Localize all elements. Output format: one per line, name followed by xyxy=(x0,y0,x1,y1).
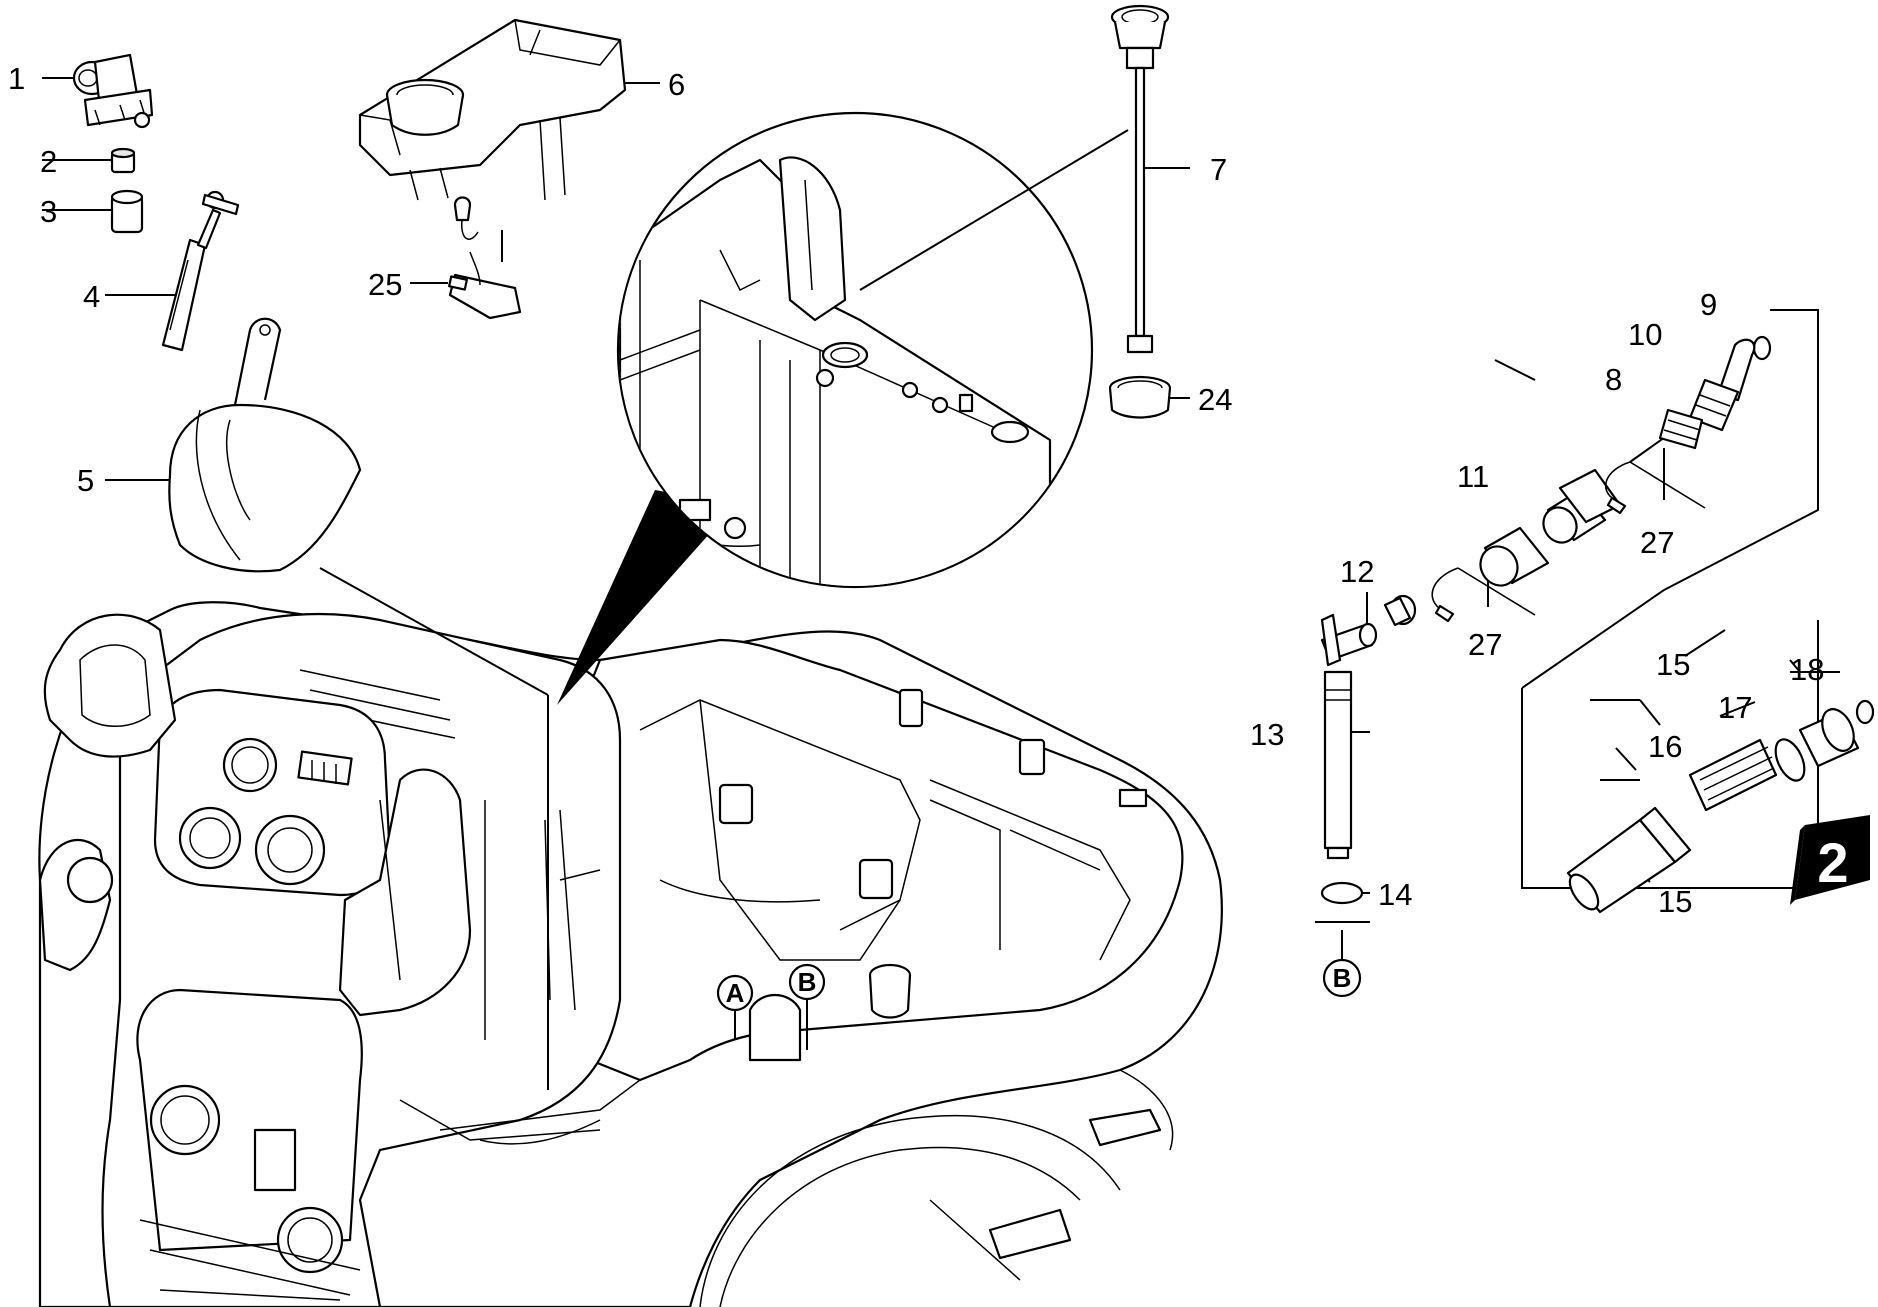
part-1-valve-bracket xyxy=(72,53,154,129)
part-5-hood-cover xyxy=(168,317,362,573)
callout-15-lower: 15 xyxy=(1658,884,1692,919)
part-16-filter-insert xyxy=(1688,738,1778,812)
callout-6: 6 xyxy=(668,67,685,102)
part-9-o-ring xyxy=(1752,335,1772,361)
callout-12: 12 xyxy=(1340,554,1374,589)
callout-24: 24 xyxy=(1198,382,1232,417)
part-13-feed-pipe xyxy=(1320,613,1378,860)
part-27-hose-clip-upper xyxy=(1604,461,1706,515)
callout-14: 14 xyxy=(1378,877,1412,912)
part-11-hose-segments xyxy=(1479,468,1622,587)
callout-27-upper: 27 xyxy=(1640,525,1674,560)
callout-16: 16 xyxy=(1648,729,1682,764)
callout-25: 25 xyxy=(368,267,402,302)
zoom-pointer xyxy=(557,490,735,705)
part-3-sleeve xyxy=(110,189,144,234)
part-24-suction-filter xyxy=(1108,375,1172,419)
part-15-filter-housing xyxy=(1566,806,1692,914)
callout-18: 18 xyxy=(1790,652,1824,687)
part-8-nut xyxy=(1658,408,1704,450)
callout-11: 11 xyxy=(1457,459,1489,494)
callout-17: 17 xyxy=(1718,690,1752,725)
callout-7: 7 xyxy=(1210,152,1227,187)
callout-13: 13 xyxy=(1250,717,1284,752)
connector-b-reference: B xyxy=(1322,958,1362,998)
page-badge: 2 xyxy=(1790,815,1870,905)
connector-a: A xyxy=(716,974,754,1040)
callout-8: 8 xyxy=(1605,362,1622,397)
callout-4: 4 xyxy=(83,279,100,314)
callout-labels: 1 2 3 4 5 6 7 24 25 9 10 8 11 27 27 12 1… xyxy=(8,61,1824,919)
connector-b-reference-label: B xyxy=(1333,963,1352,993)
magnified-detail-view xyxy=(557,111,1094,705)
part-10-elbow-hose xyxy=(1688,338,1756,432)
part-18-union-nut xyxy=(1798,699,1875,768)
machine-body xyxy=(38,601,1223,1307)
callout-10: 10 xyxy=(1628,317,1662,352)
part-6-detergent-tank xyxy=(358,18,627,240)
connector-b: B xyxy=(788,963,826,1050)
part-4-gas-strut xyxy=(161,190,240,352)
part-2-small-bushing xyxy=(110,147,136,174)
part-25-filter-cartridge xyxy=(448,251,522,320)
part-27-hose-clip-lower xyxy=(1431,567,1536,623)
callout-9: 9 xyxy=(1700,287,1717,322)
part-14-o-ring xyxy=(1320,881,1364,905)
callout-2: 2 xyxy=(40,144,57,179)
callout-1: 1 xyxy=(8,61,25,96)
part-17-o-ring xyxy=(1774,738,1806,782)
part-7-suction-pipe xyxy=(1110,4,1170,354)
part-12-fitting xyxy=(1383,594,1417,627)
callout-27-lower: 27 xyxy=(1468,627,1502,662)
page-badge-number: 2 xyxy=(1817,831,1848,894)
callout-5: 5 xyxy=(77,463,94,498)
connector-a-label: A xyxy=(726,978,745,1008)
connector-b-label: B xyxy=(798,967,817,997)
callout-3: 3 xyxy=(40,194,57,229)
callout-15-upper: 15 xyxy=(1656,647,1690,682)
